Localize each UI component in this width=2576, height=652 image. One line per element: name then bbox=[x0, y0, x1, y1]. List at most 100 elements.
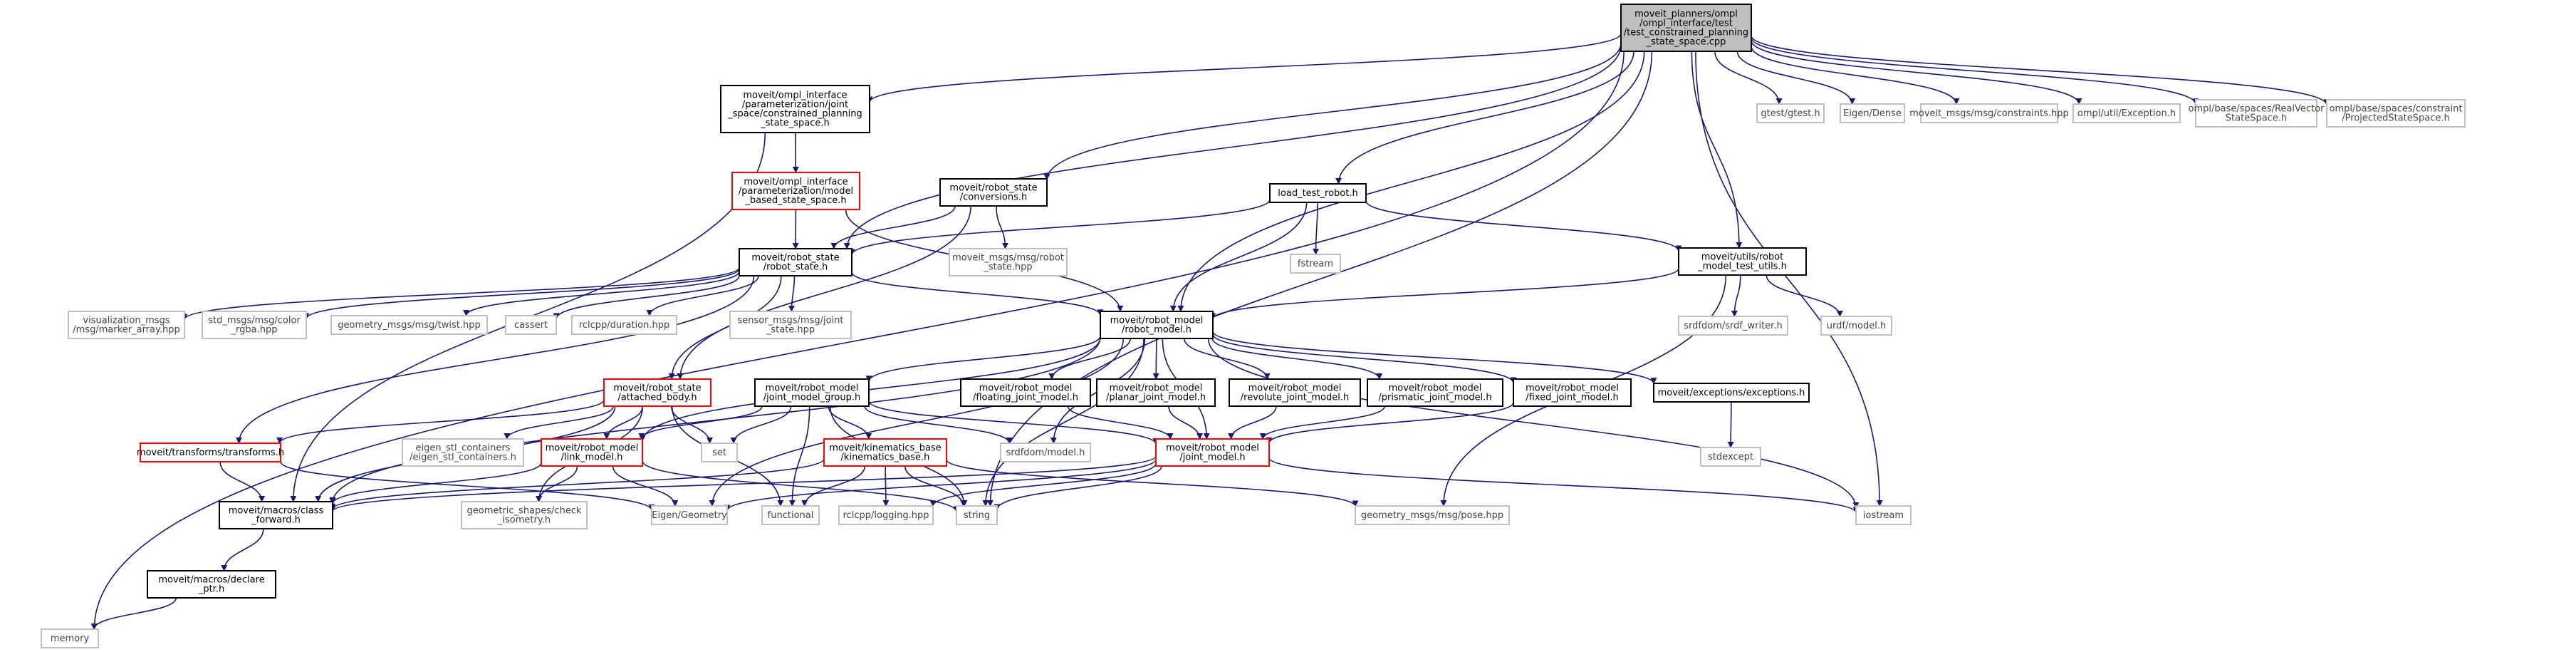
node-box bbox=[1855, 505, 1912, 525]
node-label-line: moveit/transforms/transforms.h bbox=[137, 447, 284, 458]
node-box bbox=[461, 501, 588, 529]
node-box bbox=[603, 378, 711, 407]
node-box bbox=[68, 311, 185, 339]
edge-root-to-rmtu bbox=[1691, 51, 1743, 249]
node-root[interactable]: moveit_planners/ompl/ompl_interface/test… bbox=[1620, 4, 1752, 52]
edge-root-to-ltr bbox=[1335, 51, 1634, 185]
node-label-line: /planar_joint_model.h bbox=[1106, 393, 1206, 403]
edge-lm-to-string bbox=[642, 460, 960, 513]
node-label-line: string bbox=[964, 510, 990, 521]
node-pjm[interactable]: moveit/robot_model/planar_joint_model.h bbox=[1096, 378, 1216, 407]
node-conv[interactable]: moveit/robot_state/conversions.h bbox=[939, 178, 1048, 207]
node-box bbox=[1653, 383, 1810, 403]
node-box bbox=[330, 315, 488, 335]
edge-jmg-to-srdfm bbox=[864, 405, 1013, 444]
node-fjm[interactable]: moveit/robot_model/floating_joint_model.… bbox=[960, 378, 1091, 407]
node-box bbox=[1840, 103, 1905, 123]
node-rs[interactable]: moveit/robot_state/robot_state.h bbox=[739, 248, 852, 276]
node-lm[interactable]: moveit/robot_model/link_model.h bbox=[541, 438, 643, 467]
node-kb[interactable]: moveit/kinematics_base/kinematics_base.h bbox=[823, 438, 947, 467]
node-label-line: moveit_msgs/msg/robot bbox=[952, 253, 1064, 264]
node-jm[interactable]: moveit/robot_model/joint_model.h bbox=[1155, 438, 1270, 467]
node-rjm[interactable]: moveit/robot_model/revolute_joint_model.… bbox=[1229, 378, 1361, 407]
node-label-line: srdfdom/model.h bbox=[1006, 447, 1085, 458]
node-box bbox=[720, 85, 870, 133]
edge-rm-to-fxjm bbox=[1212, 333, 1517, 384]
node-label-line: /fixed_joint_model.h bbox=[1526, 393, 1618, 403]
node-gsci: geometric_shapes/check_isometry.h bbox=[461, 501, 588, 529]
node-box bbox=[739, 248, 852, 276]
node-fxjm[interactable]: moveit/robot_model/fixed_joint_model.h bbox=[1513, 378, 1632, 407]
node-mbss[interactable]: moveit/ompl_interface/parameterization/m… bbox=[731, 172, 860, 210]
node-rmtu[interactable]: moveit/utils/robot_model_test_utils.h bbox=[1678, 247, 1807, 276]
node-label-line: moveit/robot_model bbox=[1110, 383, 1203, 394]
node-box bbox=[1269, 183, 1367, 203]
node-ompl_exc: ompl/util/Exception.h bbox=[2072, 103, 2181, 123]
edge-ltr-to-rm bbox=[1169, 202, 1308, 312]
node-label-line: /attached_body.h bbox=[617, 393, 697, 403]
edge-rm-to-iostream bbox=[1207, 338, 1860, 509]
edge-rs-to-cassert bbox=[553, 275, 740, 320]
node-label-line: moveit/robot_model bbox=[1166, 443, 1259, 454]
node-label-line: eigen_stl_containers bbox=[416, 443, 511, 454]
node-label-line: /joint_model_group.h bbox=[763, 393, 861, 403]
node-gtest: gtest/gtest.h bbox=[1756, 103, 1825, 123]
edge-root-to-rvss bbox=[1751, 37, 2199, 105]
node-rgba: std_msgs/msg/color_rgba.hpp bbox=[202, 311, 307, 339]
node-label-line: stdexcept bbox=[1708, 452, 1753, 462]
node-dp[interactable]: moveit/macros/declare_ptr.h bbox=[147, 570, 276, 599]
node-label-line: geometry_msgs/msg/twist.hpp bbox=[338, 320, 481, 331]
edge-prjm-to-jm bbox=[1259, 405, 1386, 440]
node-label-line: /parameterization/joint bbox=[742, 100, 848, 110]
node-ltr[interactable]: load_test_robot.h bbox=[1269, 183, 1367, 203]
node-rm[interactable]: moveit/robot_model/robot_model.h bbox=[1100, 311, 1214, 339]
node-box bbox=[505, 315, 557, 335]
edge-lm-to-gsci bbox=[536, 465, 578, 502]
node-label-line: ompl/util/Exception.h bbox=[2077, 108, 2176, 119]
edge-ab-to-esc bbox=[504, 405, 615, 440]
node-cpss[interactable]: moveit/ompl_interface/parameterization/j… bbox=[720, 85, 870, 133]
edge-root-to-iostream bbox=[1695, 51, 1883, 507]
node-stdexcept: stdexcept bbox=[1700, 447, 1761, 467]
node-exc[interactable]: moveit/exceptions/exceptions.h bbox=[1653, 383, 1810, 403]
edge-jm-to-iostream bbox=[1268, 457, 1860, 514]
node-box bbox=[1000, 443, 1091, 462]
node-box bbox=[701, 443, 738, 462]
node-label-line: moveit/robot_model bbox=[979, 383, 1073, 394]
node-cf[interactable]: moveit/macros/class_forward.h bbox=[219, 501, 333, 529]
node-label-line: memory bbox=[51, 633, 90, 644]
node-label-line: load_test_robot.h bbox=[1278, 188, 1357, 199]
node-box bbox=[1756, 103, 1825, 123]
node-label-line: visualization_msgs bbox=[83, 316, 170, 326]
node-label-line: /prismatic_joint_model.h bbox=[1378, 393, 1491, 403]
edge-jm-to-eigeo bbox=[724, 459, 1157, 512]
node-box bbox=[1096, 378, 1216, 407]
node-label-line: moveit/macros/class bbox=[229, 506, 324, 517]
node-label-line: set bbox=[712, 447, 726, 458]
node-iostream: iostream bbox=[1855, 505, 1912, 525]
edge-rm-to-rjm bbox=[1184, 338, 1271, 380]
node-label-line: _rgba.hpp bbox=[231, 325, 278, 336]
edge-jm-to-rlog bbox=[929, 463, 1157, 507]
edge-rmtu-to-rm bbox=[1209, 268, 1679, 320]
edge-tf-to-cf bbox=[219, 461, 266, 502]
node-ab[interactable]: moveit/robot_state/attached_body.h bbox=[603, 378, 711, 407]
node-prjm[interactable]: moveit/robot_model/prismatic_joint_model… bbox=[1367, 378, 1503, 407]
node-label-line: /ompl_interface/test bbox=[1639, 19, 1733, 29]
node-tf[interactable]: moveit/transforms/transforms.h bbox=[137, 443, 284, 462]
node-label-line: geometry_msgs/msg/pose.hpp bbox=[1361, 510, 1503, 521]
edge-kb-to-cf bbox=[329, 458, 825, 510]
node-functional: functional bbox=[761, 505, 820, 525]
node-label-line: _model_test_utils.h bbox=[1697, 262, 1787, 272]
node-label-line: moveit/robot_model bbox=[1248, 383, 1342, 394]
node-label-line: iostream bbox=[1863, 510, 1904, 521]
node-eigendense: Eigen/Dense bbox=[1840, 103, 1905, 123]
node-box bbox=[219, 501, 333, 529]
node-jmg[interactable]: moveit/robot_model/joint_model_group.h bbox=[754, 378, 870, 407]
node-srdfw: srdfdom/srdf_writer.h bbox=[1678, 316, 1788, 336]
edge-root-to-pss bbox=[1751, 35, 2330, 106]
node-box bbox=[402, 438, 524, 467]
edge-conv-to-rs bbox=[830, 205, 956, 249]
node-label-line: /robot_state.h bbox=[763, 262, 828, 273]
node-box bbox=[1920, 103, 2058, 123]
